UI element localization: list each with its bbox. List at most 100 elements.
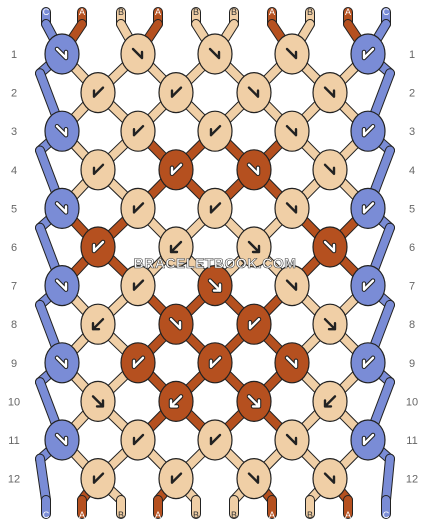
knot-r9-3 [197, 342, 233, 384]
knot-r7-5 [350, 265, 386, 307]
knot-arrow-icon [323, 240, 336, 253]
knot-arrow-icon [248, 318, 261, 330]
knot-r9-1 [44, 342, 80, 384]
row-number-right: 5 [409, 203, 415, 215]
knot-arrow-icon [55, 202, 68, 214]
knot-arrow-icon [285, 433, 298, 446]
bottom-string-9 [382, 454, 394, 504]
row-number-left: 6 [11, 242, 17, 254]
knot-r12-2 [158, 458, 194, 500]
top-string-letter: A [155, 7, 161, 17]
row-number-right: 1 [409, 49, 415, 61]
knot-r7-1 [44, 265, 80, 307]
knot-r1-5 [350, 33, 386, 75]
knot-r9-4 [274, 342, 310, 384]
knot-arrow-icon [92, 240, 105, 253]
row-number-right: 8 [409, 319, 415, 331]
row-number-left: 7 [11, 281, 17, 293]
knot-r10-3 [236, 380, 272, 422]
row-number-right: 10 [406, 396, 418, 408]
row-number-left: 3 [11, 126, 17, 138]
watermark: BRACELETBOOK.COM [134, 255, 297, 271]
knot-arrow-icon [362, 202, 375, 214]
knot-arrow-icon [285, 124, 298, 137]
bottom-string-letter: B [193, 510, 199, 520]
knot-arrow-icon [170, 472, 183, 484]
knot-r3-2 [120, 110, 156, 152]
knot-r3-4 [274, 110, 310, 152]
knot-r8-4 [312, 303, 348, 345]
knot-arrow-icon [323, 318, 337, 331]
knot-r5-4 [274, 187, 310, 229]
knot-arrow-icon [55, 47, 68, 60]
bottom-string-letter: B [118, 510, 124, 520]
knot-arrow-icon [323, 472, 336, 484]
knot-arrow-icon [169, 240, 183, 254]
knot-arrow-icon [209, 356, 222, 368]
knot-r11-3 [197, 419, 233, 461]
knot-r6-2 [158, 226, 194, 268]
knot-r3-1 [44, 110, 80, 152]
knot-r12-3 [236, 458, 272, 500]
knot-arrow-icon [285, 279, 298, 291]
knot-r9-5 [350, 342, 386, 384]
bottom-string-letter: A [79, 510, 85, 520]
row-number-right: 11 [406, 435, 417, 447]
knot-arrow-icon [323, 395, 337, 408]
knot-arrow-icon [170, 86, 183, 98]
row-number-right: 4 [409, 165, 415, 177]
knot-r7-4 [274, 265, 310, 307]
knot-r2-3 [236, 71, 272, 114]
knot-arrow-icon [131, 47, 144, 60]
knot-arrow-icon [362, 47, 375, 60]
knot-r5-1 [44, 187, 80, 229]
knot-arrow-icon [362, 279, 375, 291]
knot-r4-3 [236, 149, 272, 191]
knot-r1-2 [120, 33, 156, 75]
knot-r4-1 [80, 149, 116, 191]
knot-r8-3 [236, 303, 272, 345]
knot-arrow-icon [208, 47, 221, 60]
knot-arrow-icon [169, 395, 183, 408]
knot-r4-4 [312, 149, 348, 191]
knot-arrow-icon [362, 433, 375, 446]
knot-r6-4 [312, 226, 348, 268]
knot-arrow-icon [132, 124, 145, 137]
knot-arrow-icon [55, 356, 68, 368]
top-string-letter: A [269, 7, 275, 17]
top-string-letter: C [383, 7, 390, 17]
row-number-left: 5 [11, 203, 17, 215]
top-string-letter: B [118, 7, 124, 17]
knot-r6-1 [80, 226, 116, 268]
row-number-right: 7 [409, 281, 415, 293]
top-string-letter: B [307, 7, 313, 17]
knot-arrow-icon [323, 86, 336, 98]
knot-arrow-icon [132, 356, 145, 368]
knot-r8-2 [158, 303, 194, 345]
row-number-right: 2 [409, 88, 415, 100]
top-string-letter: C [43, 7, 50, 17]
knot-r10-1 [80, 380, 116, 422]
knot-arrow-icon [247, 395, 261, 408]
bottom-string-letter: B [231, 510, 237, 520]
knot-r5-3 [197, 187, 233, 229]
row-number-left: 1 [11, 49, 17, 61]
knot-arrow-icon [91, 318, 105, 331]
knot-r5-5 [350, 187, 386, 229]
bottom-string-0 [36, 454, 50, 504]
knot-r7-3 [197, 265, 233, 307]
knot-r4-2 [158, 149, 194, 191]
knot-arrow-icon [285, 202, 298, 214]
knot-arrow-icon [132, 433, 145, 446]
knot-arrow-icon [55, 279, 68, 291]
knot-arrow-icon [91, 395, 105, 408]
row-number-right: 3 [409, 126, 415, 138]
knot-arrow-icon [92, 86, 105, 98]
row-number-left: 11 [8, 435, 19, 447]
row-number-left: 4 [11, 165, 17, 177]
bottom-string-letter: C [383, 510, 390, 520]
knot-arrow-icon [92, 163, 105, 176]
bottom-string-letter: A [345, 510, 351, 520]
knot-arrow-icon [132, 279, 145, 291]
